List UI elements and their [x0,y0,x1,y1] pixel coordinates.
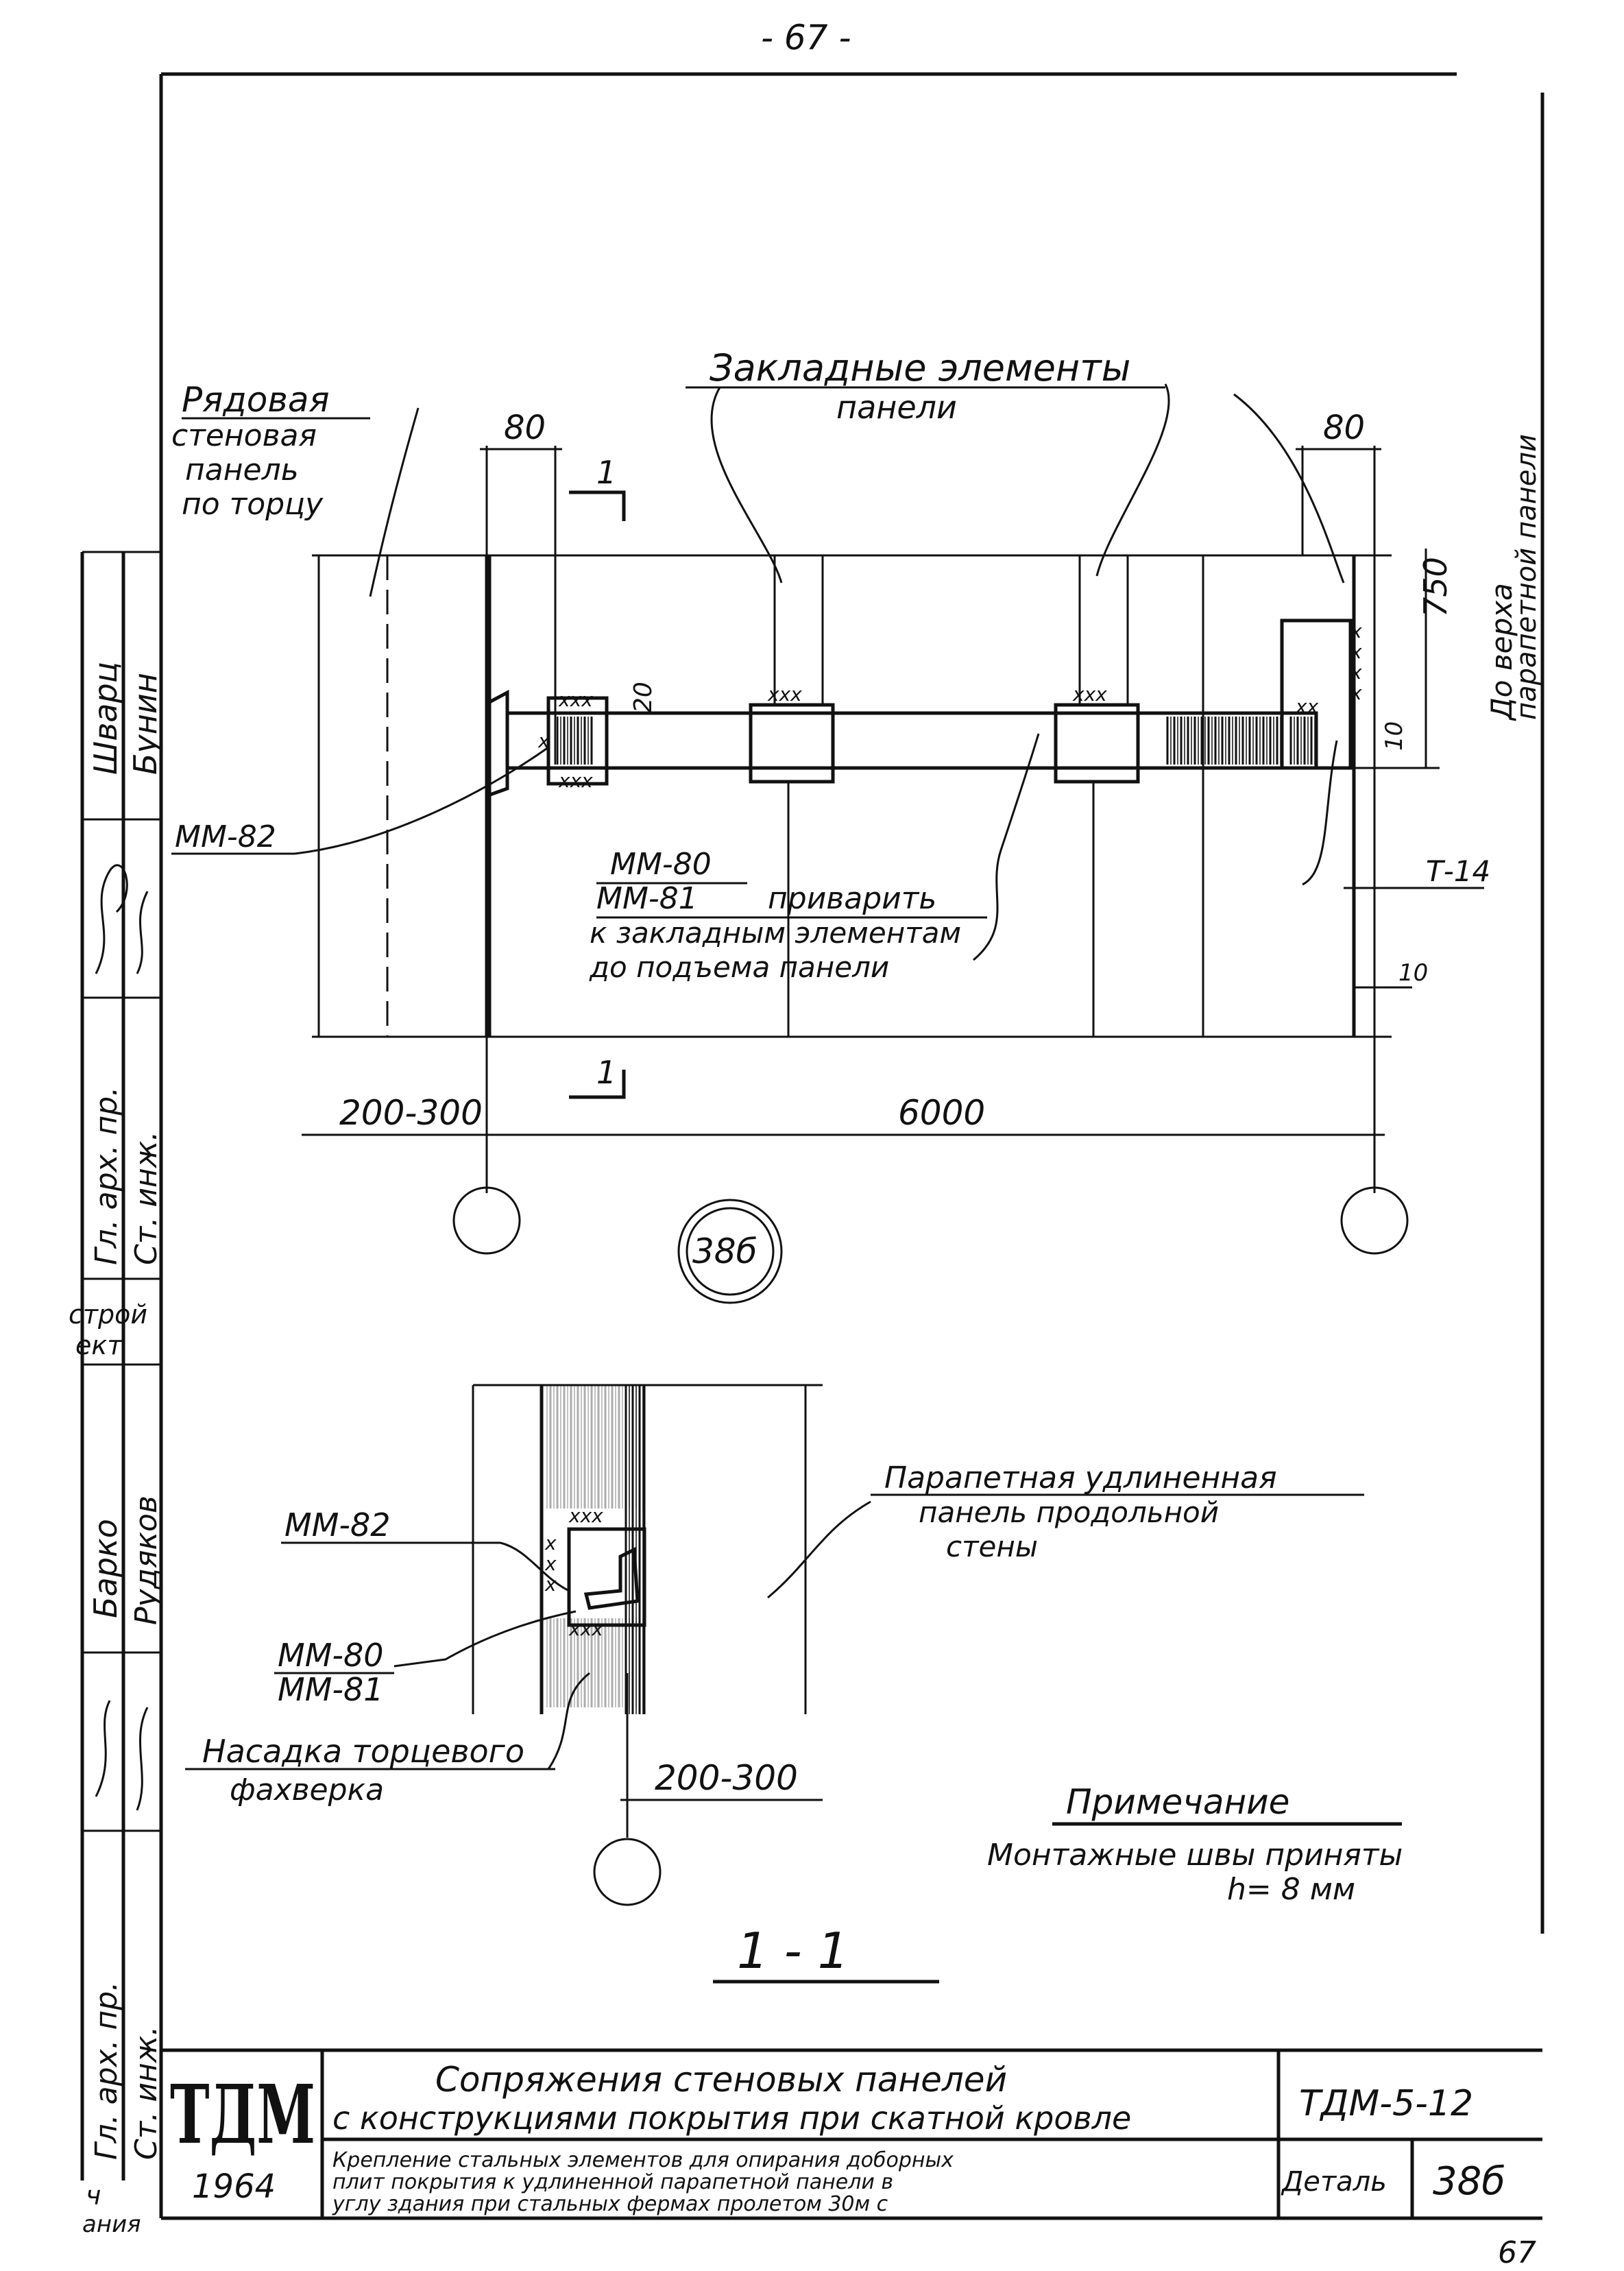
section-mark-top: 1 [596,454,616,491]
parapet-top-line-2: парапетной панели [1511,434,1542,720]
section-axis-marker [593,1838,662,1906]
side-stamp: Шварц Бунин Гл. арх. пр. Ст. инж. строй … [69,551,164,2238]
row-panel-line-2: стеновая [171,418,317,453]
bottom-fragment-2: ания [82,2211,141,2238]
signature-2 [136,891,149,974]
dim-20: 20 [629,682,657,713]
title-sub-line-1: Крепление стальных элементов для опирани… [332,2148,954,2172]
title-year: 1964 [192,2167,276,2206]
plan-labels: Рядовая стеновая панель по торцу Закладн… [171,346,1542,984]
plan-mm80-label: ММ-80 [610,847,712,882]
top-page-number: - 67 - [761,18,851,58]
dim-750: 750 [1417,557,1454,617]
detail-number-circle: 38б [692,1231,757,1271]
svg-text:xxx: xxx [1072,683,1107,706]
title-block: ТДМ 1964 Сопряжения стеновых панелей с к… [170,2050,1542,2218]
title-detail-label: Деталь [1281,2166,1387,2198]
stamp-name-4: Рудяков [129,1495,164,1625]
title-sub-line-3: углу здания при стальных фермах пролетом… [332,2192,888,2216]
svg-text:x: x [537,730,550,752]
row-panel-line-4: по торцу [182,487,324,522]
parapet-top-line-1: До верха [1485,583,1518,721]
dim-80-left: 80 [504,409,546,447]
svg-text:x: x [1350,620,1362,642]
section-mm81-label: ММ-81 [278,1671,384,1708]
signature-4 [136,1707,149,1811]
dim-10-bottom: 10 [1398,959,1428,987]
svg-text:x: x [1350,661,1362,684]
embedded-label-line-2: панели [836,389,957,426]
section-labels: ММ-82 ММ-80 ММ-81 Парапетная удлиненная … [202,1461,1277,1984]
section-parapet-line-2: панель продольной [919,1495,1219,1529]
stamp-role-2: Ст. инж. [129,1131,164,1265]
row-panel-line-1: Рядовая [182,380,330,420]
stamp-role-4: Ст. инж. [129,2026,164,2160]
stamp-name-3: Барко [87,1519,124,1618]
dim-6000: 6000 [898,1093,985,1133]
stamp-name-2: Бунин [127,673,164,775]
note-title: Примечание [1066,1782,1289,1822]
signature-1 [95,864,128,974]
dim-10-top: 10 [1381,721,1408,751]
org-fragment-2: ект [75,1330,123,1360]
nozzle-label-line-1: Насадка торцевого [202,1733,524,1770]
embedded-label-line-1: Закладные элементы [710,346,1130,389]
plan-t14-label: Т-14 [1426,854,1490,888]
weld-note-line-2: к закладным элементам [590,916,961,950]
title-code: ТДМ-5-12 [1299,2083,1473,2124]
svg-text:x: x [1350,682,1362,704]
stamp-name-1: Шварц [87,662,124,775]
weld-note-line-3: до подъема панели [589,950,889,984]
signature-3 [95,1700,111,1797]
note-line-2: h= 8 мм [1227,1872,1355,1907]
svg-text:xxx: xxx [558,769,593,792]
stamp-role-1: Гл. арх. пр. [89,1087,124,1265]
plan-mm81-label: ММ-81 [596,881,698,916]
title-detail-number: 38б [1433,2159,1505,2204]
svg-text:xxx: xxx [568,1618,603,1640]
svg-text:x: x [544,1573,557,1596]
stamp-role-3: Гл. арх. пр. [89,1982,124,2160]
tdm-logo: ТДМ [170,2067,315,2162]
svg-text:xxx: xxx [767,683,802,706]
svg-text:xx: xx [1295,695,1319,718]
section-title: 1 - 1 [737,1922,849,1980]
axis-marker-right [1340,1186,1409,1255]
svg-text:x: x [544,1552,557,1575]
note-line-1: Монтажные швы приняты [987,1838,1403,1873]
dim-200-300-plan: 200-300 [339,1093,483,1133]
svg-text:x: x [544,1532,557,1554]
svg-text:xxx: xxx [568,1504,603,1527]
nozzle-label-line-2: фахверка [230,1773,384,1807]
bottom-page-number: 67 [1498,2235,1536,2270]
svg-text:xxx: xxx [558,688,593,711]
org-fragment-1: строй [69,1299,147,1330]
sheet-frame [159,72,1544,2220]
title-main-line-1: Сопряжения стеновых панелей [435,2060,1007,2100]
axis-marker-left [452,1186,521,1255]
section-parapet-line-1: Парапетная удлиненная [884,1461,1277,1495]
bottom-fragment-1: ч [86,2180,101,2211]
plan-view: xxx xxx x xxx xxx xxx xxx 80 80 750 10 2… [171,383,1484,1304]
dim-200-300-section: 200-300 [655,1758,798,1798]
plan-mm82-label: ММ-82 [175,819,276,854]
title-main-line-2: с конструкциями покрытия при скатной кро… [332,2100,1131,2137]
svg-text:x: x [1350,640,1362,663]
section-mm80-label: ММ-80 [278,1637,384,1674]
section-mm82-label: ММ-82 [284,1506,391,1543]
row-panel-line-3: панель [185,453,299,488]
title-sub-line-2: плит покрытия к удлиненной парапетной па… [332,2170,893,2194]
dim-80-right: 80 [1323,409,1365,447]
note-block: Примечание Монтажные швы приняты h= 8 мм [987,1782,1403,1907]
section-view: xxx xxx xxx 200-300 [185,1384,1364,1906]
section-mark-bottom: 1 [596,1054,616,1091]
weld-note-line-1: приварить [768,881,936,916]
section-parapet-line-3: стены [946,1530,1038,1563]
